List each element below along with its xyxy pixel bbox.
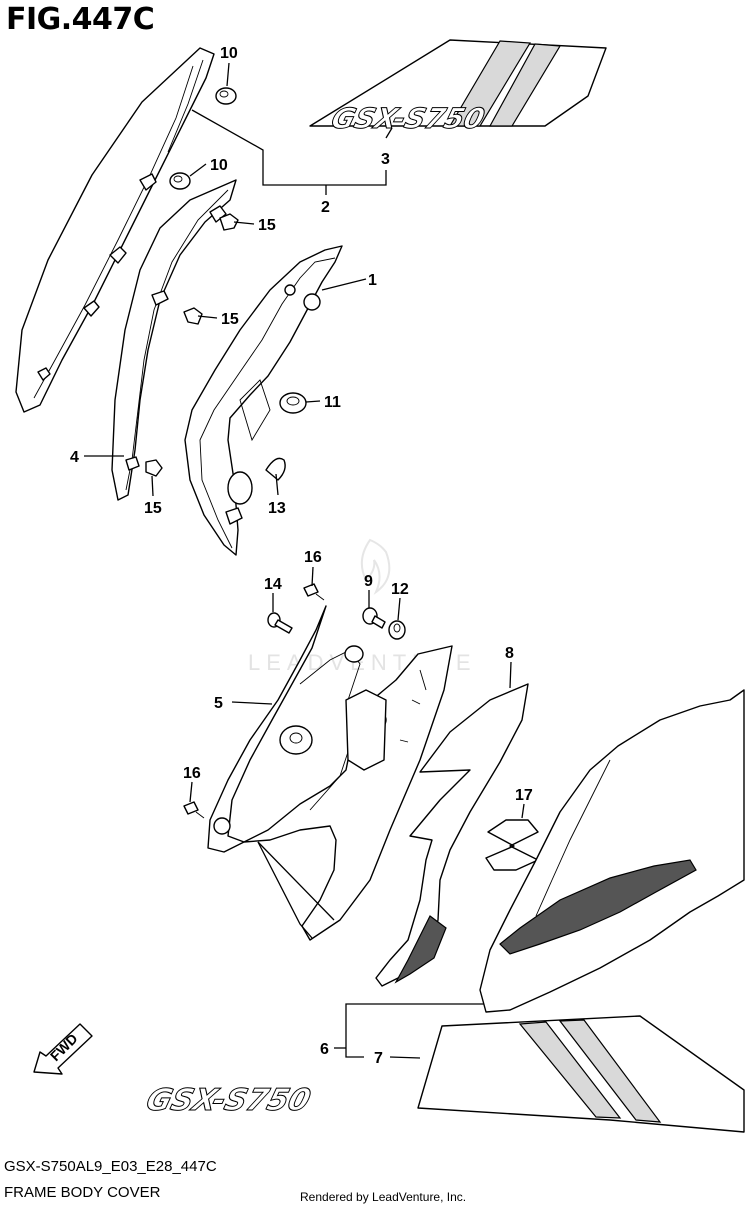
- callout-15b[interactable]: 15: [221, 311, 239, 328]
- part-15-clip-c[interactable]: [145, 459, 163, 477]
- part-15-clip-b[interactable]: [183, 307, 203, 325]
- callout-16b[interactable]: 16: [183, 765, 201, 782]
- part-6-fairing-panel[interactable]: [479, 689, 745, 1013]
- callout-2[interactable]: 2: [321, 199, 330, 216]
- callout-13[interactable]: 13: [268, 500, 286, 517]
- part-7-lower-decal[interactable]: GSX-S750: [142, 1015, 745, 1133]
- callout-8[interactable]: 8: [505, 645, 514, 662]
- part-17-emblem[interactable]: [485, 819, 539, 871]
- callout-10b[interactable]: 10: [210, 157, 228, 174]
- callout-4[interactable]: 4: [70, 449, 79, 466]
- part-14-bolt[interactable]: [267, 612, 293, 634]
- decal-text-top: GSX-S750: [328, 102, 488, 134]
- part-11-grommet[interactable]: [279, 392, 307, 414]
- figure-title: FIG.447C: [6, 2, 155, 37]
- part-13-cap[interactable]: [265, 457, 286, 481]
- fwd-arrow: FWD: [33, 1023, 93, 1075]
- callout-14[interactable]: 14: [264, 576, 282, 593]
- part-2-cowl-panel[interactable]: [15, 47, 215, 413]
- callout-16a[interactable]: 16: [304, 549, 322, 566]
- callout-1[interactable]: 1: [368, 272, 377, 289]
- part-9-bolt[interactable]: [362, 607, 386, 629]
- part-3-upper-decal[interactable]: GSX-S750: [309, 39, 607, 135]
- decal-text-bottom: GSX-S750: [142, 1083, 314, 1117]
- render-credit: Rendered by LeadVenture, Inc.: [300, 1190, 467, 1204]
- callout-15c[interactable]: 15: [144, 500, 162, 517]
- callout-6[interactable]: 6: [320, 1041, 329, 1058]
- part-15-clip-a[interactable]: [219, 213, 239, 231]
- callout-3[interactable]: 3: [381, 151, 390, 168]
- callout-11[interactable]: 11: [324, 394, 341, 411]
- callout-5[interactable]: 5: [214, 695, 223, 712]
- part-10-grommet-a[interactable]: [215, 87, 237, 105]
- callouts: 10 10 3 2 15 1 15 11 4 13 15 16 9 14 12 …: [70, 45, 533, 1067]
- callout-10a[interactable]: 10: [220, 45, 238, 62]
- diagram-code: GSX-S750AL9_E03_E28_447C: [4, 1158, 217, 1175]
- callout-7[interactable]: 7: [374, 1050, 383, 1067]
- part-1-side-cover[interactable]: [184, 245, 343, 556]
- part-5-inner-bracket[interactable]: [207, 605, 453, 941]
- callout-12[interactable]: 12: [391, 581, 409, 598]
- part-16-screw-a[interactable]: [303, 583, 325, 601]
- part-12-collar[interactable]: [388, 620, 406, 640]
- part-8-side-panel[interactable]: [375, 683, 529, 987]
- callout-17[interactable]: 17: [515, 787, 533, 804]
- callout-9[interactable]: 9: [364, 573, 373, 590]
- part-10-grommet-b[interactable]: [169, 172, 191, 190]
- part-4-inner-panel[interactable]: [111, 179, 237, 501]
- callout-15a[interactable]: 15: [258, 217, 276, 234]
- part-16-screw-b[interactable]: [183, 801, 205, 819]
- diagram-name: FRAME BODY COVER: [4, 1184, 161, 1201]
- leader-lines: [84, 62, 525, 1059]
